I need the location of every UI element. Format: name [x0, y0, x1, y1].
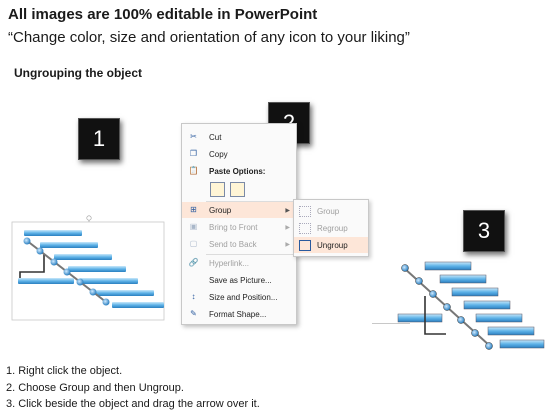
hyperlink-icon: 🔗 [188, 258, 199, 267]
context-menu: ✂ Cut ❐ Copy 📋 Paste Options: ⊞ Group ▶ … [181, 123, 297, 325]
submenu-item-group[interactable]: Group [294, 203, 368, 219]
regroup-icon [299, 222, 311, 234]
menu-item-label: Size and Position... [209, 292, 278, 302]
group-submenu: Group Regroup Ungroup [293, 199, 369, 257]
instruction-step-3: 3. Click beside the object and drag the … [6, 398, 260, 410]
instruction-step-1: 1. Right click the object. [6, 365, 123, 377]
menu-item-group[interactable]: ⊞ Group ▶ [182, 202, 296, 218]
menu-item-label: Send to Back [209, 239, 257, 249]
menu-divider [206, 201, 294, 202]
menu-divider [206, 254, 294, 255]
timeline-dots-right [401, 264, 493, 350]
menu-item-label: Group [209, 205, 232, 215]
step-box-3: 3 [463, 210, 505, 252]
menu-item-label: Cut [209, 132, 222, 142]
menu-item-label: Hyperlink... [209, 258, 250, 268]
ungroup-icon [299, 239, 311, 251]
menu-item-format-shape[interactable]: ✎ Format Shape... [182, 306, 296, 322]
submenu-arrow-icon: ▶ [285, 207, 290, 214]
paste-picture-icon[interactable] [230, 182, 245, 197]
submenu-item-label: Group [317, 206, 340, 216]
instruction-list: 1. Right click the object. 2. Choose Gro… [6, 363, 260, 413]
submenu-item-regroup[interactable]: Regroup [294, 220, 368, 236]
timeline-bars-right [397, 261, 545, 349]
section-title: Ungrouping the object [14, 66, 142, 80]
grouped-object[interactable] [11, 215, 165, 321]
menu-item-bring-to-front[interactable]: ▣ Bring to Front ▶ [182, 219, 296, 235]
menu-item-label: Bring to Front [209, 222, 258, 232]
group-icon [299, 205, 311, 217]
timeline-bars-left [18, 230, 164, 308]
menu-item-label: Paste Options: [209, 166, 266, 176]
group-icon: ⊞ [190, 205, 197, 214]
menu-item-cut[interactable]: ✂ Cut [182, 129, 296, 145]
ungrouped-object[interactable] [372, 261, 545, 350]
menu-item-label: Copy [209, 149, 228, 159]
submenu-item-ungroup[interactable]: Ungroup [294, 237, 368, 253]
send-to-back-icon: ▢ [189, 239, 198, 248]
timeline-dots-left [23, 237, 110, 306]
menu-item-save-as-picture[interactable]: Save as Picture... [182, 272, 296, 288]
bring-to-front-icon: ▣ [189, 222, 198, 231]
page-subtitle: “Change color, size and orientation of a… [8, 29, 410, 46]
copy-icon: ❐ [189, 149, 198, 158]
menu-item-copy[interactable]: ❐ Copy [182, 146, 296, 162]
scissors-icon: ✂ [190, 132, 197, 141]
instruction-step-2: 2. Choose Group and then Ungroup. [6, 381, 184, 394]
submenu-arrow-icon: ▶ [285, 241, 290, 248]
page-title: All images are 100% editable in PowerPoi… [8, 6, 318, 23]
menu-item-label: Save as Picture... [209, 275, 272, 285]
menu-item-paste-options: 📋 Paste Options: [182, 163, 296, 179]
submenu-item-label: Regroup [317, 223, 348, 233]
menu-item-hyperlink[interactable]: 🔗 Hyperlink... [182, 255, 296, 271]
submenu-arrow-icon: ▶ [285, 224, 290, 231]
submenu-item-label: Ungroup [317, 240, 348, 250]
clipboard-icon: 📋 [188, 166, 199, 175]
paste-keep-formatting-icon[interactable] [210, 182, 225, 197]
menu-item-label: Format Shape... [209, 309, 267, 319]
format-shape-icon: ✎ [190, 309, 197, 318]
menu-item-size-and-position[interactable]: ↕ Size and Position... [182, 289, 296, 305]
menu-item-send-to-back[interactable]: ▢ Send to Back ▶ [182, 236, 296, 252]
size-position-icon: ↕ [191, 292, 196, 301]
step-box-1: 1 [78, 118, 120, 160]
